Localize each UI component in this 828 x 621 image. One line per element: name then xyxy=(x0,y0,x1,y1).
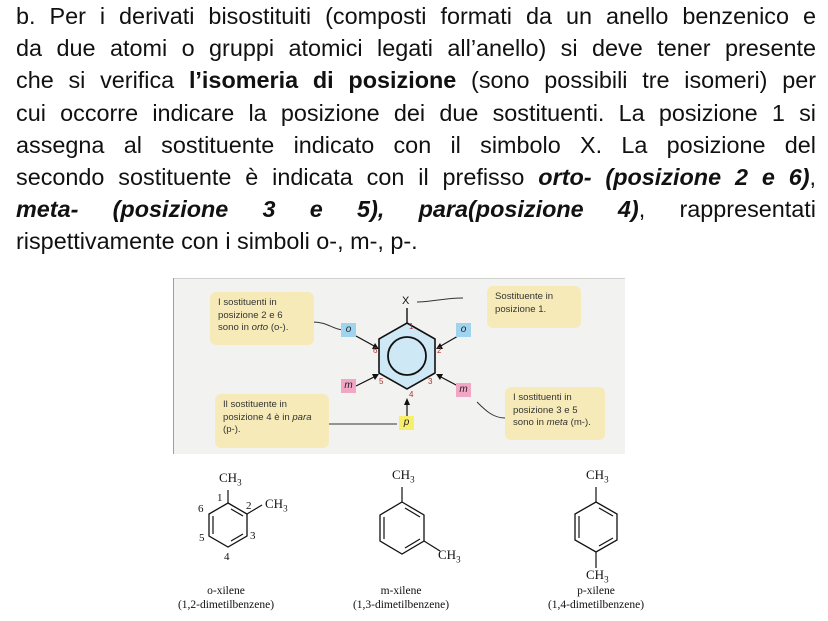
group-text: CH xyxy=(586,567,605,582)
paragraph-line-4: cui occorre indicare la posizione dei du… xyxy=(16,99,816,126)
paragraph-line-3: che si verifica l’isomeria di posizione … xyxy=(16,64,816,96)
callout-meta-line-3: sono in meta (m-). xyxy=(513,417,597,430)
benzene-ring-diagram xyxy=(312,297,506,425)
bold-term-orto: orto- (posizione 2 e 6) xyxy=(538,163,810,190)
group-text: CH xyxy=(438,547,457,562)
ring-number-1: 1 xyxy=(409,322,414,331)
p-xylene-name: p-xilene xyxy=(577,585,615,597)
meta-tag-right: m xyxy=(456,383,471,397)
text-segment: secondo sostituente è indicata con il pr… xyxy=(16,163,539,190)
o-xylene-iupac: (1,2-dimetilbenzene) xyxy=(177,599,275,611)
callout-x-line-2: posizione 1. xyxy=(495,303,547,315)
callout-para-line-1: Il sostituente in xyxy=(223,399,287,410)
o-xylene-number-6: 6 xyxy=(198,503,204,515)
callout-orto-line-2: posizione 2 e 6 xyxy=(218,309,283,321)
paragraph-line-8: rispettivamente con i simboli o-, m-, p-… xyxy=(16,228,418,255)
ring-number-4: 4 xyxy=(409,390,414,399)
callout-x-line-1: Sostituente in xyxy=(495,291,554,302)
group-text: CH xyxy=(586,467,605,482)
callout-orto: I sostituenti in posizione 2 e 6 sono in… xyxy=(210,292,314,345)
o-xylene-number-1: 1 xyxy=(217,492,223,504)
callout-meta-line-1: I sostituenti in xyxy=(513,392,572,403)
text-segment: , xyxy=(809,163,817,190)
group-text: CH xyxy=(219,470,238,485)
m-xylene-name: m-xilene xyxy=(380,585,422,597)
callout-text: sono in xyxy=(513,417,547,428)
m-xylene-iupac: (1,3-dimetilbenzene) xyxy=(352,599,450,611)
callout-orto-line-3: sono in orto (o-). xyxy=(218,322,306,335)
text-segment: che si verifica xyxy=(16,67,189,94)
text-segment: , rappresentati xyxy=(638,196,816,223)
group-subscript: 3 xyxy=(456,554,461,565)
orto-tag-left: o xyxy=(341,323,356,337)
callout-meta-line-2: posizione 3 e 5 xyxy=(513,404,578,416)
group-subscript: 3 xyxy=(604,574,609,585)
orto-tag-right: o xyxy=(456,323,471,337)
callout-text: sono in xyxy=(218,322,252,333)
para-tag: p xyxy=(399,416,414,430)
paragraph-line-1: b. Per i derivati bisostituiti (composti… xyxy=(16,3,816,29)
paragraph-line-2: da due atomi o gruppi atomici legati all… xyxy=(16,35,816,62)
paragraph-line-7: meta- (posizione 3 e 5), para(posizione … xyxy=(16,193,816,225)
group-subscript: 3 xyxy=(410,474,415,485)
callout-orto-line-1: I sostituenti in xyxy=(218,297,277,308)
o-xylene-number-5: 5 xyxy=(199,532,205,544)
callout-para: Il sostituente in posizione 4 è in para … xyxy=(215,394,329,448)
ring-number-6: 6 xyxy=(373,346,378,355)
m-xylene-top-ch3: CH3 xyxy=(392,467,415,485)
p-xylene-structure xyxy=(574,487,618,568)
callout-term-orto: orto xyxy=(251,322,269,333)
x-substituent-label: X xyxy=(402,295,410,307)
callout-meta: I sostituenti in posizione 3 e 5 sono in… xyxy=(505,387,605,440)
bold-term-isomeria: l’isomeria di posizione xyxy=(188,67,457,94)
o-xylene-side-ch3: CH3 xyxy=(265,496,288,514)
ring-number-2: 2 xyxy=(437,346,442,355)
group-subscript: 3 xyxy=(604,474,609,485)
ring-number-3: 3 xyxy=(428,377,433,386)
group-subscript: 3 xyxy=(283,503,288,514)
isomer-position-figure: X 1 2 3 4 5 6 o o m m p I sostituenti in… xyxy=(173,278,625,454)
callout-para-line-3: (p-). xyxy=(223,424,241,435)
p-xylene-iupac: (1,4-dimetilbenzene) xyxy=(547,599,645,611)
m-xylene-side-ch3: CH3 xyxy=(438,547,461,565)
m-xylene-structure xyxy=(379,487,441,555)
text-segment: (sono possibili tre isomeri) per xyxy=(456,67,817,94)
bold-term-meta-para: meta- (posizione 3 e 5), para(posizione … xyxy=(16,196,639,223)
o-xylene-number-4: 4 xyxy=(224,551,230,563)
group-subscript: 3 xyxy=(237,477,242,488)
callout-text: posizione 4 è in xyxy=(223,411,293,423)
o-xylene-number-3: 3 xyxy=(250,530,256,542)
callout-text: (m-). xyxy=(567,417,591,428)
o-xylene-name: o-xilene xyxy=(207,585,245,597)
o-xylene-number-2: 2 xyxy=(246,500,252,512)
paragraph: b. Per i derivati bisostituiti (composti… xyxy=(16,0,816,258)
figure-top-divider xyxy=(173,278,625,279)
callout-text: (o-). xyxy=(268,322,289,333)
callout-term-para: para xyxy=(292,411,312,423)
callout-x: Sostituente in posizione 1. xyxy=(487,286,581,328)
paragraph-line-6: secondo sostituente è indicata con il pr… xyxy=(16,161,816,193)
callout-para-line-2: posizione 4 è in para xyxy=(223,412,321,425)
group-text: CH xyxy=(392,467,411,482)
group-text: CH xyxy=(265,496,284,511)
paragraph-line-5: assegna al sostituente indicato con il s… xyxy=(16,131,816,158)
p-xylene-bottom-ch3: CH3 xyxy=(586,567,609,585)
callout-term-meta: meta xyxy=(546,417,568,428)
figure-left-divider xyxy=(173,278,174,454)
o-xylene-top-ch3: CH3 xyxy=(219,470,242,488)
ring-number-5: 5 xyxy=(379,377,384,386)
meta-tag-left: m xyxy=(341,379,356,393)
p-xylene-top-ch3: CH3 xyxy=(586,467,609,485)
